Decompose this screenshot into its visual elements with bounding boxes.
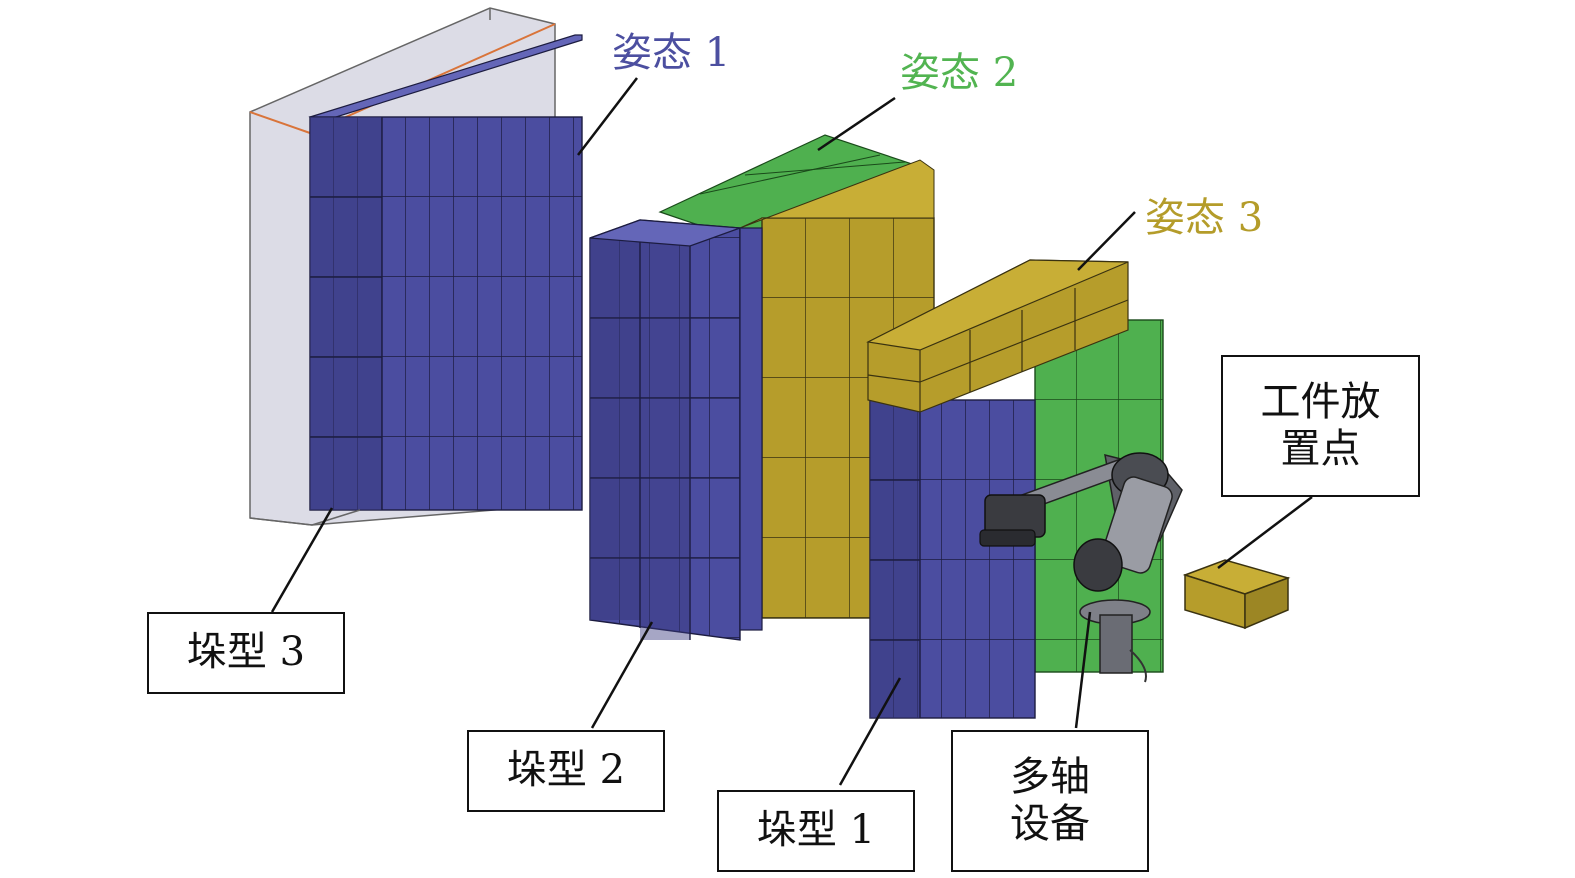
stack-3-label: 垛型 3 bbox=[147, 612, 345, 694]
stack-2-label: 垛型 2 bbox=[467, 730, 665, 812]
pose-1-label: 姿态 1 bbox=[612, 30, 731, 76]
stack-3-label-text: 垛型 3 bbox=[186, 629, 306, 676]
workpiece-box bbox=[1182, 559, 1291, 630]
workpiece-placement-line1: 工件放 bbox=[1260, 378, 1381, 425]
multi-axis-device-label: 多轴 设备 bbox=[951, 730, 1149, 872]
stack-3 bbox=[249, 7, 583, 526]
leader-lines bbox=[270, 77, 1313, 786]
pose-3-label: 姿态 3 bbox=[1145, 195, 1264, 241]
pose-2-label: 姿态 2 bbox=[900, 50, 1019, 96]
workpiece-placement-line2: 置点 bbox=[1280, 426, 1361, 472]
multi-axis-robot bbox=[979, 452, 1183, 683]
workpiece-placement-label: 工件放 置点 bbox=[1221, 355, 1420, 497]
stack-2-label-text: 垛型 2 bbox=[506, 747, 626, 794]
multi-axis-device-line2: 设备 bbox=[1010, 801, 1090, 847]
stack-1-label-text: 垛型 1 bbox=[756, 807, 876, 854]
multi-axis-device-line1: 多轴 bbox=[1010, 753, 1090, 800]
stack-1-label: 垛型 1 bbox=[717, 790, 915, 872]
